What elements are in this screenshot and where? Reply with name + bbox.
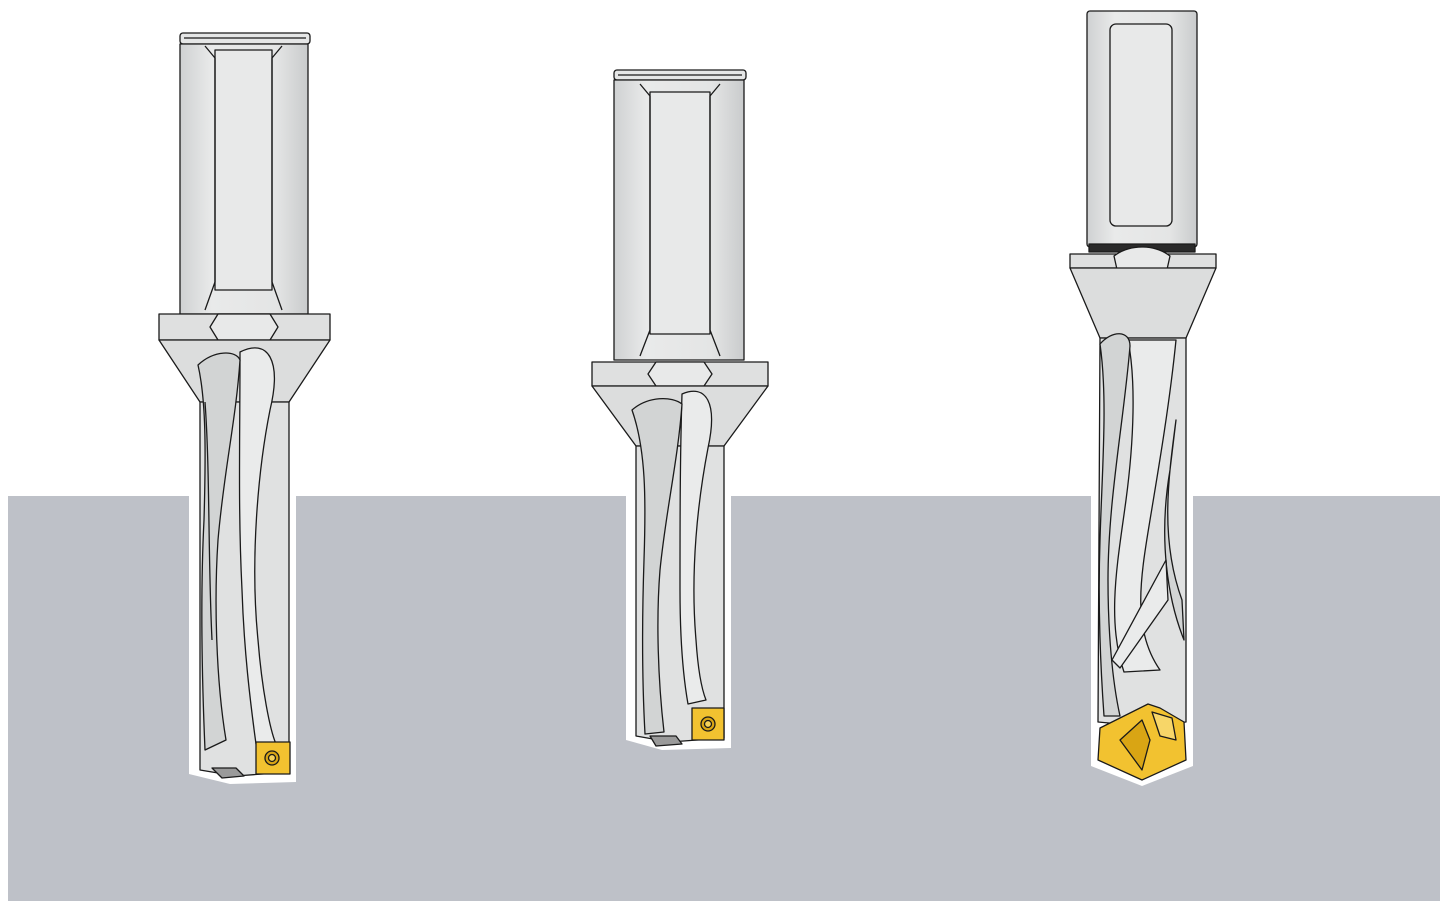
drill-1 [158,32,331,779]
drill-3 [1069,10,1217,781]
drill-2 [591,69,769,747]
